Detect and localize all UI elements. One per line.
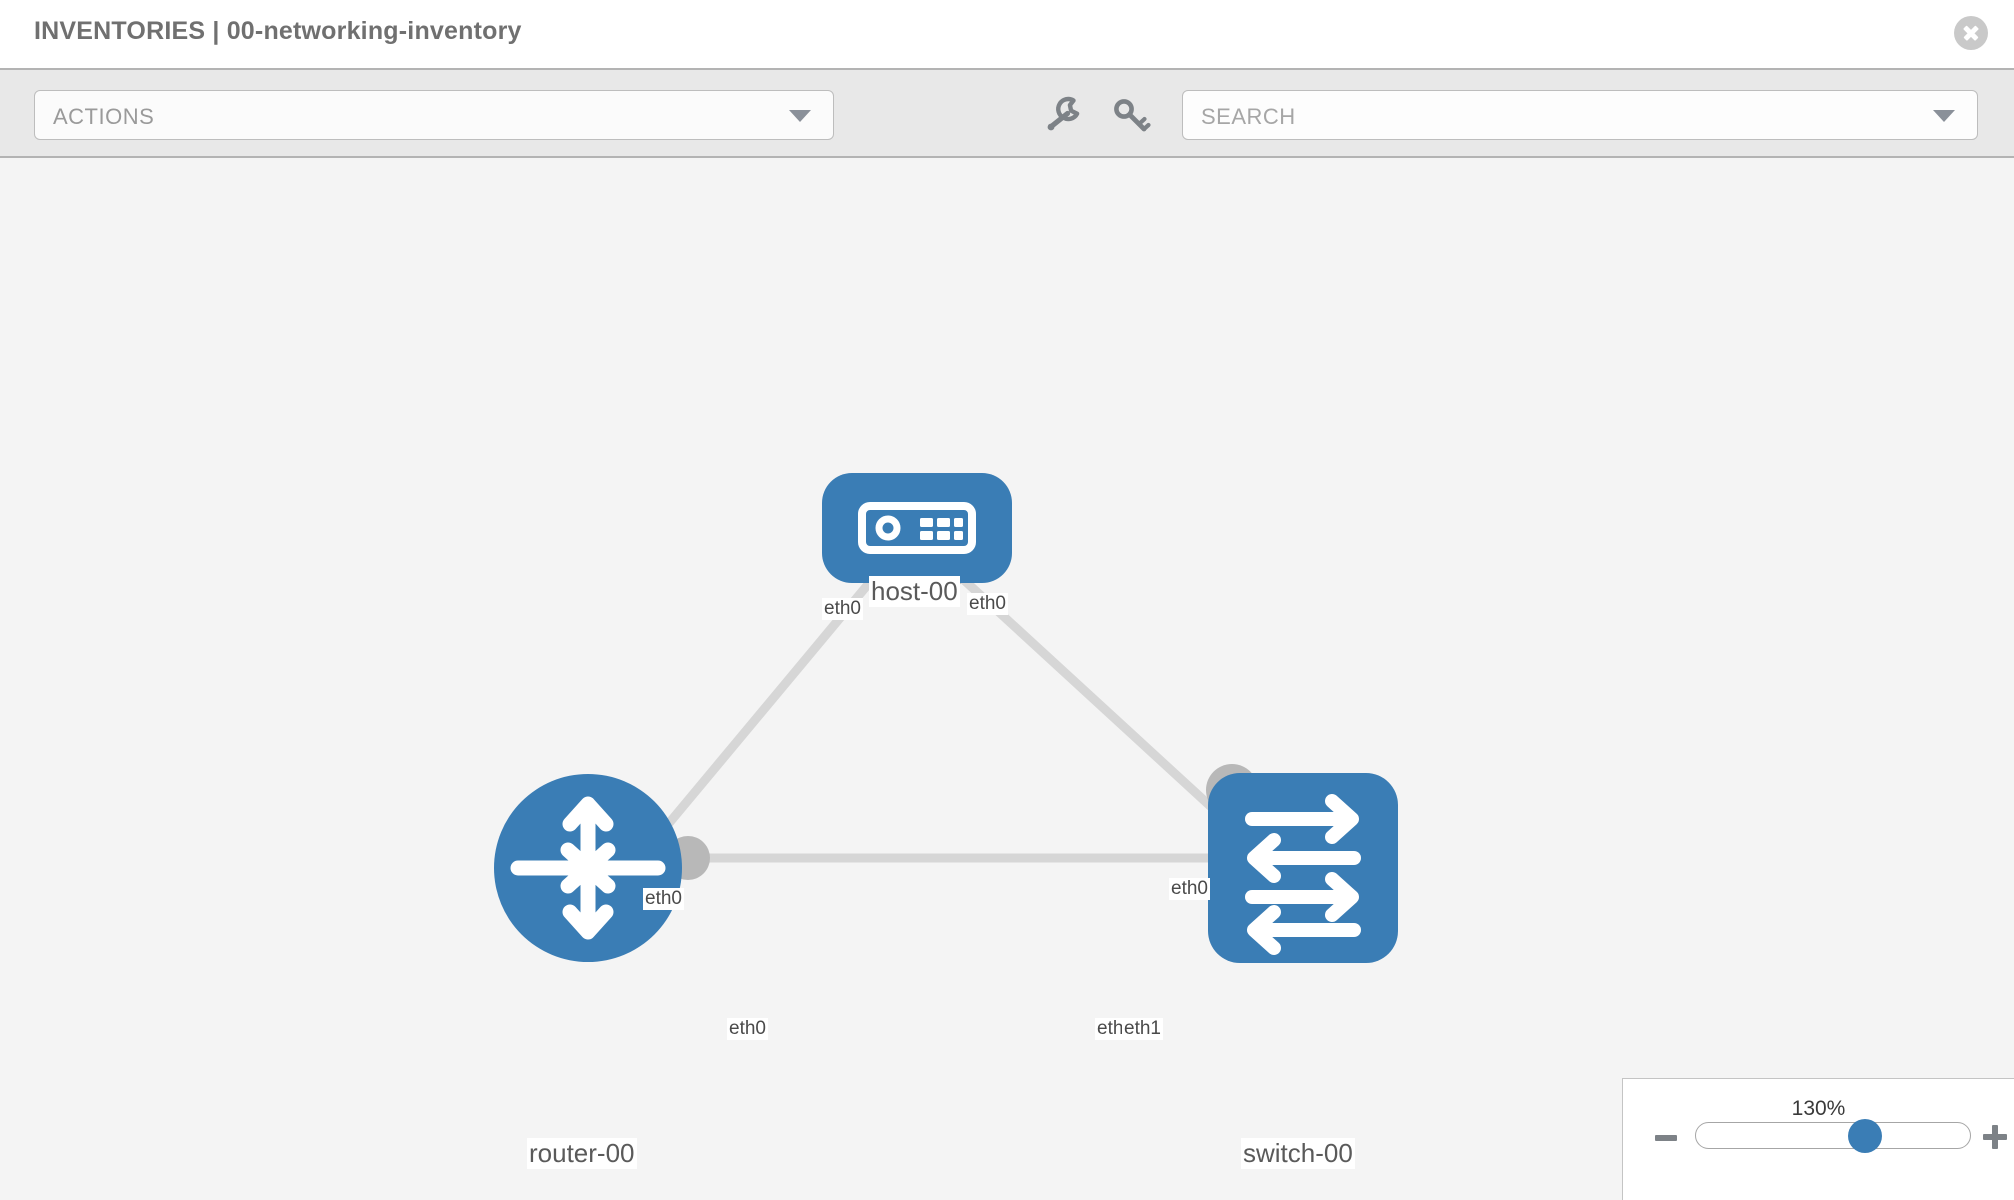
node-label-router-00: router-00 <box>527 1138 637 1169</box>
key-icon[interactable] <box>1108 92 1154 138</box>
iface-label-host-left: eth0 <box>822 598 863 620</box>
iface-label-host-right: eth0 <box>967 593 1008 615</box>
minus-icon[interactable] <box>1655 1135 1677 1141</box>
wrench-icon[interactable] <box>1040 92 1086 138</box>
search-chevron-down-icon <box>1933 110 1955 122</box>
topology-canvas[interactable]: host-00 router-00 switch-00 eth0 eth0 et… <box>0 158 2014 1200</box>
toolbar: ACTIONS SEARCH <box>0 68 2014 158</box>
topology-graph <box>494 473 1398 963</box>
search-placeholder: SEARCH <box>1201 104 1296 129</box>
iface-label-switch-up: eth0 <box>1169 878 1210 900</box>
actions-dropdown[interactable]: ACTIONS <box>34 90 834 140</box>
node-router-00 <box>494 774 682 962</box>
interface-stubs <box>666 537 1258 882</box>
search-input[interactable]: SEARCH <box>1182 90 1978 140</box>
close-icon[interactable] <box>1954 16 1988 50</box>
zoom-control-panel: 130% <box>1622 1078 2014 1200</box>
zoom-slider-thumb[interactable] <box>1847 1118 1882 1153</box>
page-title: INVENTORIES | 00-networking-inventory <box>34 17 522 45</box>
iface-label-switch-left: eth1 <box>1122 1018 1163 1040</box>
actions-dropdown-label: ACTIONS <box>53 104 155 129</box>
node-label-host-00: host-00 <box>869 576 960 607</box>
node-switch-00 <box>1208 773 1398 963</box>
node-host-00 <box>822 473 1012 583</box>
plus-icon[interactable] <box>1983 1125 2007 1149</box>
node-label-switch-00: switch-00 <box>1241 1138 1355 1169</box>
page-header: INVENTORIES | 00-networking-inventory <box>0 0 2014 68</box>
iface-label-router-right: eth0 <box>727 1018 768 1040</box>
chevron-down-icon <box>789 110 811 122</box>
plus-icon-vertical <box>1992 1125 1998 1149</box>
iface-label-router-up: eth0 <box>643 888 684 910</box>
zoom-level-label: 130% <box>1791 1097 1846 1120</box>
zoom-slider[interactable] <box>1695 1118 1971 1153</box>
iface-label-switch-left-overlap: eth <box>1095 1018 1126 1040</box>
